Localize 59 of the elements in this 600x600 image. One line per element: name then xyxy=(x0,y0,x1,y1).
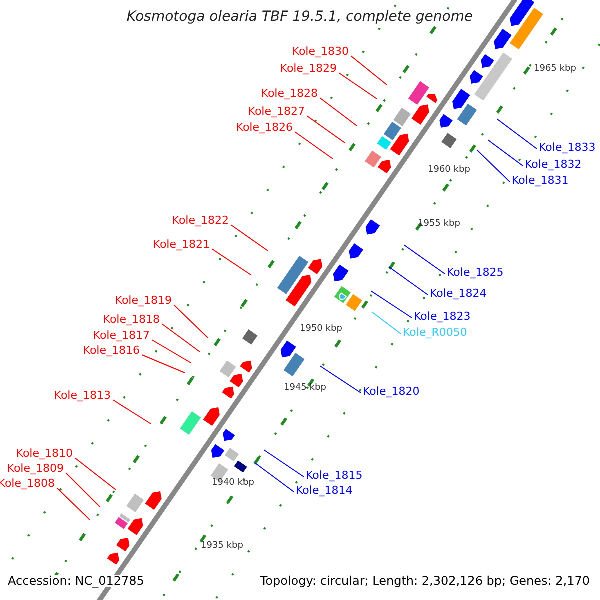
gene-label: Kole_1810 xyxy=(16,448,73,459)
genome-info-text: Topology: circular; Length: 2,302,126 bp; Genes: 2,170 xyxy=(260,575,590,587)
gene-label: Kole_1824 xyxy=(430,288,487,299)
gene-label: Kole_1818 xyxy=(103,314,160,325)
leader-line xyxy=(372,312,402,334)
scale-label: 1945 kbp xyxy=(284,384,326,392)
scale-label: 1965 kbp xyxy=(534,64,576,74)
gene-label: Kole_1830 xyxy=(292,46,349,57)
leader-line xyxy=(264,450,304,478)
gene-label: Kole_1831 xyxy=(512,175,569,186)
leader-line xyxy=(174,304,208,338)
gene-label: Kole_1815 xyxy=(306,470,363,481)
leader-line xyxy=(254,462,294,492)
accession-text: Accession: NC_012785 xyxy=(8,575,144,587)
gene-label: Kole_1820 xyxy=(363,386,420,397)
gene-label: Kole_1823 xyxy=(414,311,471,322)
leader-line xyxy=(212,248,252,276)
gene-label: Kole_1813 xyxy=(54,390,111,401)
scale-label: 1955 kbp xyxy=(418,220,460,228)
diagram-title: Kosmotoga olearia TBF 19.5.1, complete genome xyxy=(126,10,474,24)
gene-label: Kole_1822 xyxy=(172,215,229,226)
gene-label: Kole_1832 xyxy=(525,159,582,170)
leader-line xyxy=(112,400,152,424)
leader-line xyxy=(350,56,388,86)
leader-line xyxy=(370,290,412,318)
gene-label: Kole_1827 xyxy=(248,106,305,117)
gene-label: Kole_1817 xyxy=(93,330,150,341)
leader-line xyxy=(388,266,428,296)
scale-label: 1940 kbp xyxy=(212,478,254,488)
leader-line xyxy=(66,472,100,508)
gene-label: Kole_1825 xyxy=(447,267,504,278)
gene-label: Kole_1819 xyxy=(115,295,172,306)
gene-label: Kole_1826 xyxy=(236,122,293,133)
scale-label: 1950 kbp xyxy=(300,324,342,334)
leader-line xyxy=(496,118,538,150)
leader-line xyxy=(476,150,510,182)
gene-label: Kole_R0050 xyxy=(403,327,468,338)
leader-line xyxy=(230,224,268,252)
scale-label: 1935 kbp xyxy=(201,542,244,550)
scale-label: 1960 kbp xyxy=(428,166,470,174)
leader-line xyxy=(162,324,200,352)
leader-line xyxy=(404,244,446,274)
gene-label: Kole_1814 xyxy=(296,485,353,496)
gene-label: Kole_1816 xyxy=(83,345,140,356)
gene-label: Kole_1821 xyxy=(153,239,210,250)
leader-line xyxy=(56,488,90,520)
gene-label: Kole_1833 xyxy=(539,142,596,153)
leader-line xyxy=(294,132,334,160)
gene-label: Kole_1809 xyxy=(7,463,64,474)
leader-line xyxy=(320,366,362,394)
gene-label: Kole_1829 xyxy=(280,63,337,74)
leader-line xyxy=(306,116,346,144)
leader-line xyxy=(320,98,358,126)
leader-line xyxy=(488,140,524,166)
gene-label: Kole_1828 xyxy=(261,88,318,99)
leader-line xyxy=(152,340,192,364)
leader-line xyxy=(74,458,116,490)
leader-line xyxy=(142,354,186,374)
leader-line xyxy=(338,72,378,100)
